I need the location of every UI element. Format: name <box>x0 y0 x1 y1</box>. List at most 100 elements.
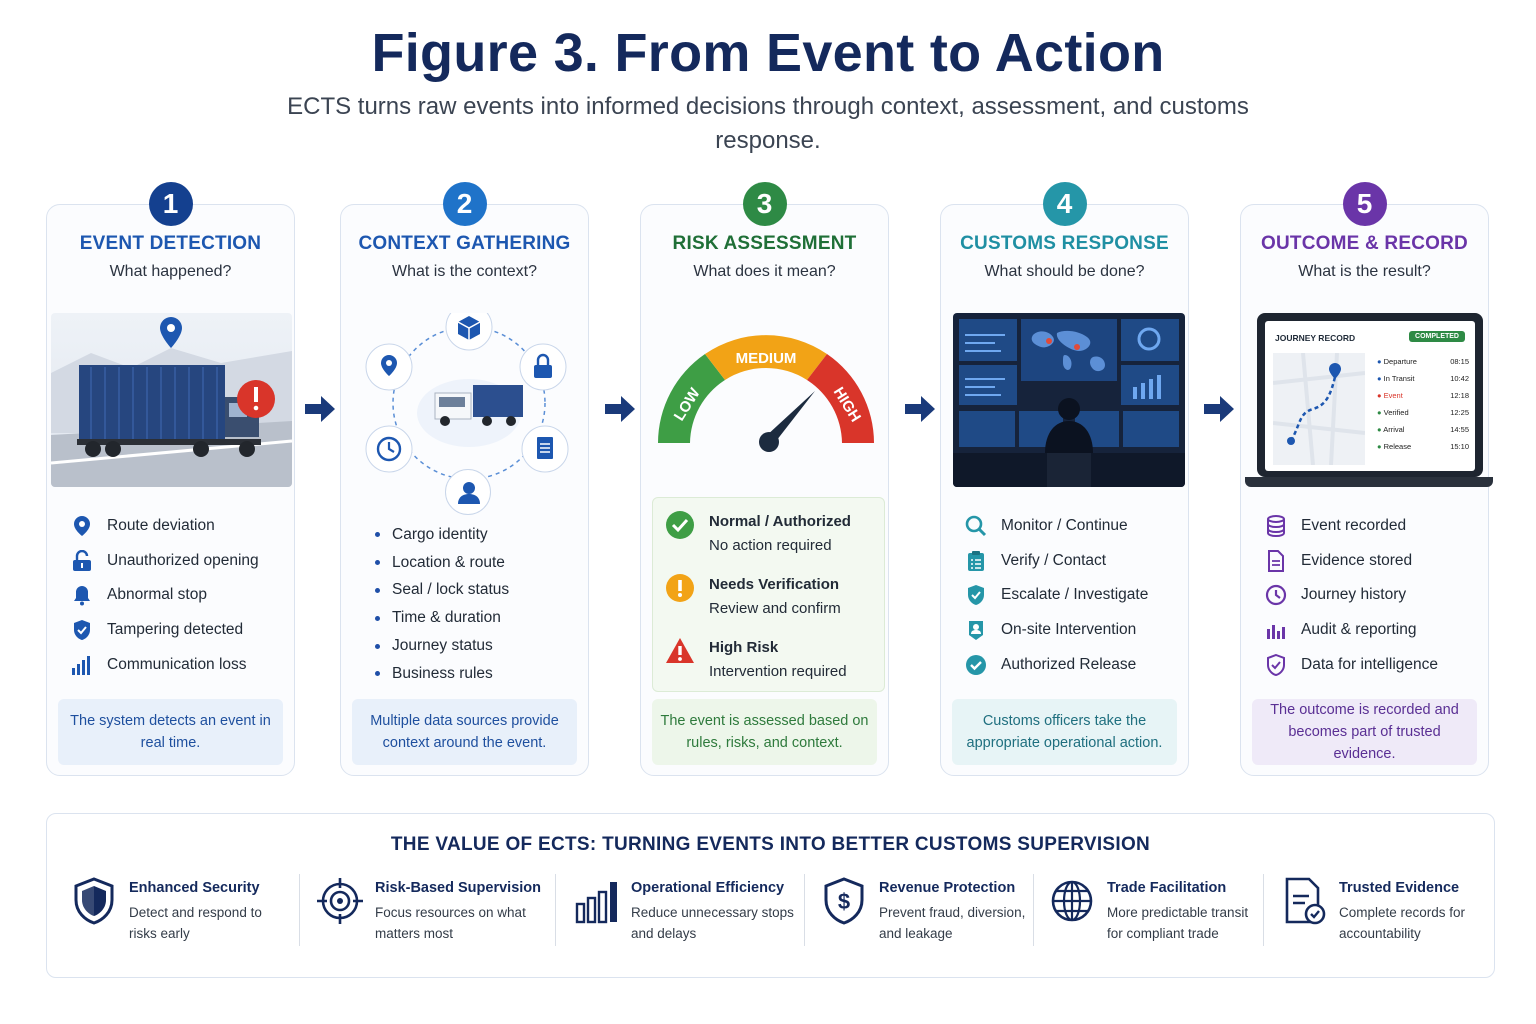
list-item: Event recorded <box>1261 509 1438 544</box>
list-item: Data for intelligence <box>1261 647 1438 682</box>
list-item: Monitor / Continue <box>961 509 1148 544</box>
list-item: Route deviation <box>67 509 259 544</box>
card-question: What does it mean? <box>693 263 836 280</box>
gauge-medium-label: MEDIUM <box>736 350 797 367</box>
svg-text:$: $ <box>838 889 850 914</box>
step-number: 3 <box>742 182 787 226</box>
shield-check-icon <box>961 583 991 607</box>
card-context-gathering: 2 CONTEXT GATHERING What is the context?… <box>340 182 589 776</box>
checklist-icon <box>961 549 991 573</box>
card-title: EVENT DETECTION <box>79 233 262 254</box>
signal-bars-icon <box>67 653 97 677</box>
step-number: 1 <box>148 182 193 226</box>
dollar-shield-icon: $ <box>824 877 864 925</box>
figure-subtitle: ECTS turns raw events into informed deci… <box>287 93 1249 154</box>
card-footer: Customs officers take the appropriate op… <box>952 699 1177 765</box>
context-list: Cargo identity Location & route Seal / l… <box>375 521 509 688</box>
location-pin-icon <box>67 514 97 538</box>
list-item: Cargo identity <box>375 521 509 549</box>
step-number: 2 <box>442 182 487 226</box>
person-icon <box>445 469 491 515</box>
card-title: OUTCOME & RECORD <box>1261 233 1468 254</box>
record-header: JOURNEY RECORD <box>1275 333 1356 343</box>
figure-title: Figure 3. From Event to Action <box>371 23 1165 83</box>
globe-icon <box>1051 880 1093 922</box>
card-footer: The system detects an event in real time… <box>58 699 283 765</box>
card-question: What happened? <box>109 263 232 280</box>
arrow-right-icon <box>1204 396 1234 422</box>
list-item: Tampering detected <box>67 613 259 648</box>
database-icon <box>1261 514 1291 538</box>
warning-circle-icon <box>666 574 694 602</box>
card-title: RISK ASSESSMENT <box>672 233 857 254</box>
lock-icon <box>519 343 567 391</box>
card-footer: The outcome is recorded and becomes part… <box>1252 699 1477 765</box>
list-item: Evidence stored <box>1261 544 1438 579</box>
unlocked-padlock-icon <box>67 549 97 573</box>
document-icon <box>1261 549 1291 573</box>
completed-badge: COMPLETED <box>1409 331 1465 342</box>
card-footer: Multiple data sources provide context ar… <box>352 699 577 765</box>
shield-icon <box>67 618 97 642</box>
bar-chart-icon <box>1261 618 1291 642</box>
list-item: Authorized Release <box>961 647 1148 682</box>
list-item: Verify / Contact <box>961 544 1148 579</box>
card-title: CUSTOMS RESPONSE <box>960 233 1169 254</box>
check-circle-icon <box>666 511 694 539</box>
location-pin-icon <box>160 317 182 348</box>
bell-icon <box>67 583 97 607</box>
list-item: Abnormal stop <box>67 578 259 613</box>
card-question: What should be done? <box>984 263 1145 280</box>
step-number: 5 <box>1342 182 1387 226</box>
outcome-list: Event recorded Evidence stored Journey h… <box>1261 509 1438 682</box>
card-question: What is the result? <box>1298 263 1431 280</box>
shield-icon <box>74 877 114 925</box>
cube-icon <box>445 313 493 351</box>
document-icon <box>521 425 569 473</box>
arrow-right-icon <box>305 396 335 422</box>
location-pin-icon <box>365 343 413 391</box>
list-item: Journey status <box>375 632 509 660</box>
list-item: Seal / lock status <box>375 577 509 605</box>
arrow-right-icon <box>605 396 635 422</box>
truck-road-illustration <box>51 313 292 487</box>
clock-icon <box>365 425 413 473</box>
card-footer: The event is assessed based on rules, ri… <box>652 699 877 765</box>
list-item: Audit & reporting <box>1261 613 1438 648</box>
card-customs-response: 4 CUSTOMS RESPONSE What should be done? … <box>940 182 1189 776</box>
value-panel-title: THE VALUE OF ECTS: TURNING EVENTS INTO B… <box>390 834 1151 855</box>
route-map <box>1273 353 1365 465</box>
target-icon <box>317 878 363 924</box>
event-list: Route deviation Unauthorized opening Abn… <box>67 509 259 682</box>
clock-icon <box>1261 583 1291 607</box>
card-outcome-record: 5 OUTCOME & RECORD What is the result? J… <box>1240 182 1493 776</box>
card-title: CONTEXT GATHERING <box>358 233 571 254</box>
list-item: Escalate / Investigate <box>961 578 1148 613</box>
list-item: Journey history <box>1261 578 1438 613</box>
card-question: What is the context? <box>392 263 537 280</box>
warning-triangle-icon <box>666 638 694 663</box>
check-circle-icon <box>961 653 991 677</box>
magnifier-icon <box>961 514 991 538</box>
risk-gauge: LOW MEDIUM HIGH <box>658 335 874 452</box>
list-item: Business rules <box>375 660 509 688</box>
list-item: On-site Intervention <box>961 613 1148 648</box>
value-panel: THE VALUE OF ECTS: TURNING EVENTS INTO B… <box>46 813 1495 978</box>
list-item: Unauthorized opening <box>67 544 259 579</box>
card-risk-assessment: 3 RISK ASSESSMENT What does it mean? LOW… <box>640 182 889 776</box>
officer-badge-icon <box>961 618 991 642</box>
shield-check-icon <box>1261 653 1291 677</box>
context-hub-illustration <box>345 313 586 487</box>
control-room-illustration <box>953 313 1185 487</box>
